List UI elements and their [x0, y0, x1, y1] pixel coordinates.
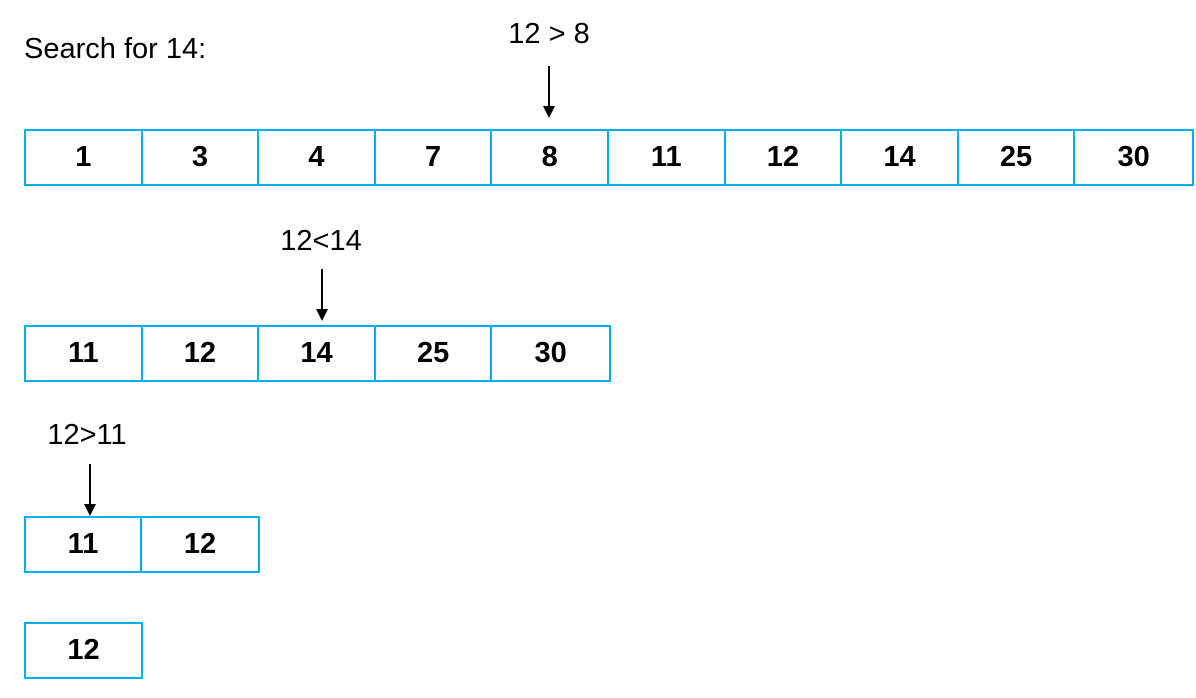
- array-cell: 4: [259, 131, 376, 184]
- comparison-label-1: 12 > 8: [508, 18, 590, 50]
- array-cell: 14: [259, 327, 376, 380]
- diagram-title: Search for 14:: [24, 33, 207, 65]
- comparison-label-3: 12>11: [47, 419, 127, 451]
- array-cell: 7: [376, 131, 493, 184]
- array-cell: 25: [959, 131, 1076, 184]
- arrow-down-icon: [316, 269, 328, 321]
- arrow-down-icon: [543, 66, 555, 118]
- array-cell: 30: [1117, 141, 1150, 173]
- array-cell: 12: [143, 327, 260, 380]
- array-cell: 8: [492, 131, 609, 184]
- comparison-label-2: 12<14: [280, 225, 362, 257]
- array-cell: 25: [376, 327, 493, 380]
- array-step-4: 12: [24, 622, 143, 679]
- array-step-3: 11 12: [24, 516, 260, 573]
- array-cell: 12: [183, 528, 217, 560]
- array-cell: 1: [26, 131, 143, 184]
- array-cell: 11: [26, 518, 143, 571]
- array-cell: 12: [726, 131, 843, 184]
- array-cell: 3: [143, 131, 260, 184]
- array-cell: 11: [26, 327, 143, 380]
- array-cell: 11: [609, 131, 726, 184]
- arrow-down-icon: [84, 464, 96, 516]
- array-cell: 12: [67, 634, 100, 666]
- array-cell: 30: [534, 337, 567, 369]
- array-cell: 14: [842, 131, 959, 184]
